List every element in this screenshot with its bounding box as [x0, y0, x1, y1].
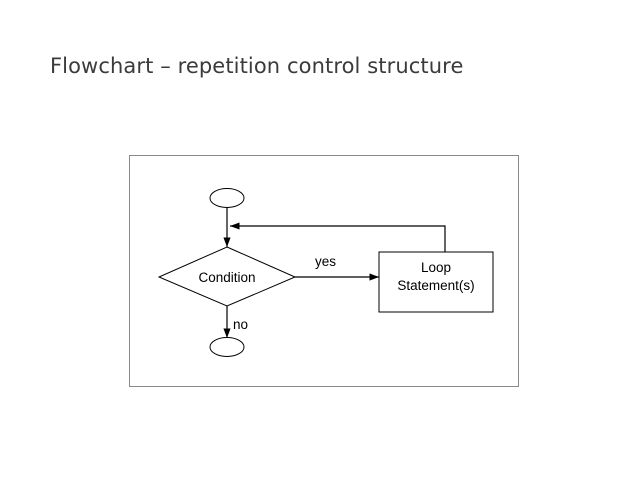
edge-label-yes: yes: [315, 254, 336, 269]
loop-statement-label-line2: Statement(s): [397, 278, 474, 293]
edge-loop-feedback: [230, 222, 446, 252]
page-title: Flowchart – repetition control structure: [50, 54, 464, 78]
flowchart-svg: Condition yes Loop Statement(s) no: [157, 188, 494, 357]
edge-label-no: no: [233, 317, 248, 332]
end-terminator-node[interactable]: [209, 337, 245, 357]
loop-statement-node[interactable]: [378, 251, 494, 313]
condition-label: Condition: [198, 270, 255, 285]
flowchart-container: Condition yes Loop Statement(s) no: [129, 155, 519, 387]
loop-statement-label-line1: Loop: [421, 260, 451, 275]
start-terminator-node[interactable]: [209, 188, 245, 208]
